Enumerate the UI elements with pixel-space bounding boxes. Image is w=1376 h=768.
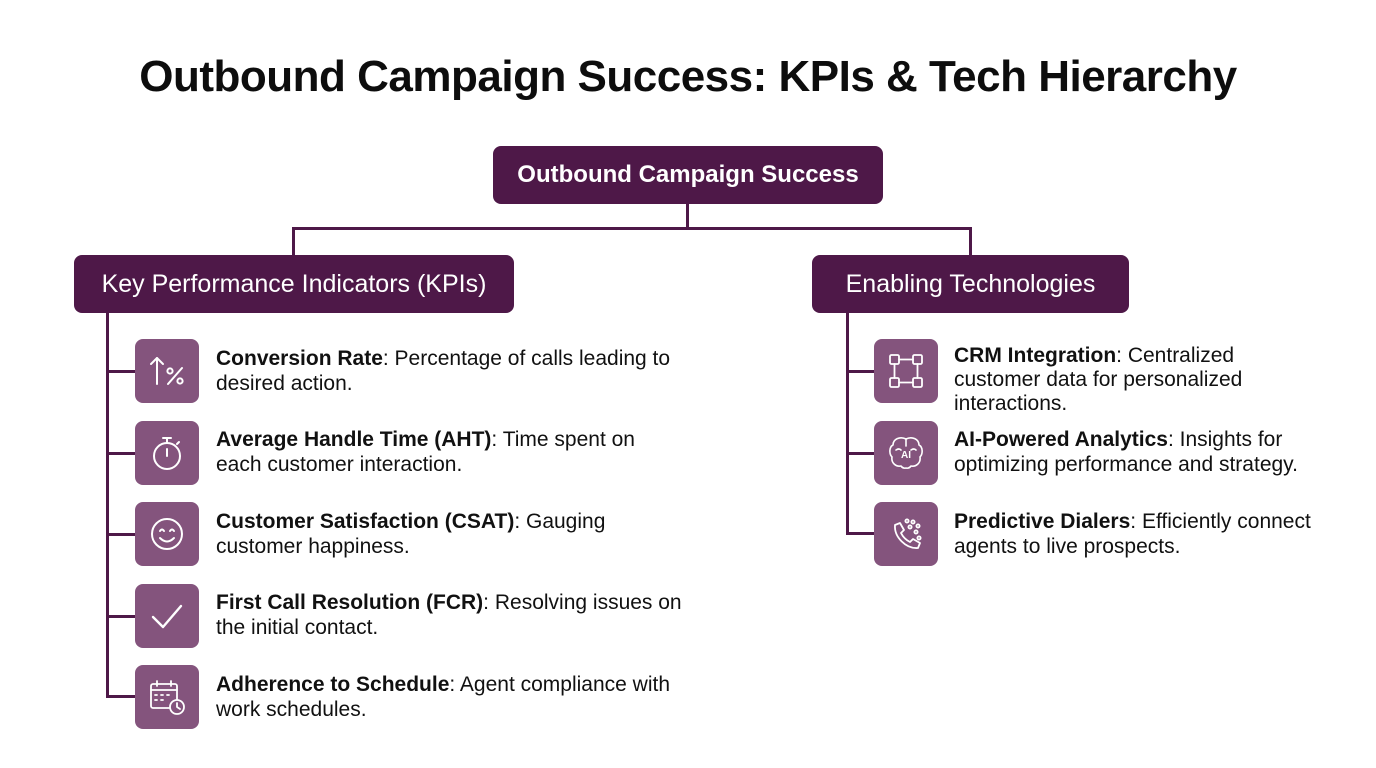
calendar-clock-icon bbox=[135, 665, 199, 729]
percent-up-icon bbox=[135, 339, 199, 403]
tech-tick-connector bbox=[846, 370, 874, 373]
root-stem-connector bbox=[686, 204, 689, 230]
technology-description: Centralized customer data for personaliz… bbox=[954, 344, 1243, 415]
kpi-item: First Call Resolution (FCR): Resolving i… bbox=[216, 590, 696, 640]
kpi-tick-connector bbox=[106, 533, 136, 536]
technology-category-node: Enabling Technologies bbox=[812, 255, 1129, 313]
kpi-branch-connector bbox=[292, 227, 295, 256]
kpi-description: Percentage of calls leading to desired a… bbox=[216, 347, 671, 395]
branch-horizontal-connector bbox=[292, 227, 972, 230]
crm-network-icon bbox=[874, 339, 938, 403]
ai-brain-icon: AI bbox=[874, 421, 938, 485]
kpi-sep: : bbox=[449, 673, 456, 696]
kpi-sep: : bbox=[483, 591, 490, 614]
kpi-tick-connector bbox=[106, 615, 136, 618]
kpi-description: Agent compliance with work schedules. bbox=[216, 673, 671, 721]
checkmark-icon bbox=[135, 584, 199, 648]
smiley-icon bbox=[135, 502, 199, 566]
kpi-description: Gauging customer happiness. bbox=[216, 510, 606, 558]
svg-text:AI: AI bbox=[901, 450, 911, 461]
technology-item: CRM Integration: Centralized customer da… bbox=[954, 344, 1284, 416]
kpi-term: Conversion Rate bbox=[216, 347, 383, 370]
technology-term: CRM Integration bbox=[954, 344, 1117, 367]
kpi-term: Adherence to Schedule bbox=[216, 673, 450, 696]
kpi-item: Customer Satisfaction (CSAT): Gauging cu… bbox=[216, 509, 636, 559]
kpi-item: Adherence to Schedule: Agent compliance … bbox=[216, 672, 696, 722]
technology-sep: : bbox=[1116, 344, 1122, 367]
root-node: Outbound Campaign Success bbox=[493, 146, 883, 204]
kpi-sep: : bbox=[382, 347, 389, 370]
kpi-description: Time spent on each customer interaction. bbox=[216, 428, 635, 476]
technology-item: Predictive Dialers: Efficiently connect … bbox=[954, 509, 1314, 559]
kpi-term: First Call Resolution (FCR) bbox=[216, 591, 484, 614]
technology-sep: : bbox=[1130, 510, 1137, 533]
technology-item: AI-Powered Analytics: Insights for optim… bbox=[954, 427, 1324, 477]
technology-term: AI-Powered Analytics bbox=[954, 428, 1168, 451]
tech-spine-connector bbox=[846, 313, 849, 535]
kpi-sep: : bbox=[491, 428, 498, 451]
kpi-description: Resolving issues on the initial contact. bbox=[216, 591, 682, 639]
kpi-tick-connector bbox=[106, 452, 136, 455]
tech-branch-connector bbox=[969, 227, 972, 256]
stopwatch-icon bbox=[135, 421, 199, 485]
kpi-tick-connector bbox=[106, 695, 136, 698]
kpi-item: Conversion Rate: Percentage of calls lea… bbox=[216, 346, 696, 396]
kpi-sep: : bbox=[514, 510, 521, 533]
tech-tick-connector bbox=[846, 532, 874, 535]
technology-description: Insights for optimizing performance and … bbox=[954, 428, 1298, 476]
kpi-item: Average Handle Time (AHT): Time spent on… bbox=[216, 427, 656, 477]
kpi-term: Customer Satisfaction (CSAT) bbox=[216, 510, 515, 533]
kpi-spine-connector bbox=[106, 313, 109, 698]
tech-tick-connector bbox=[846, 452, 874, 455]
kpi-category-node: Key Performance Indicators (KPIs) bbox=[74, 255, 514, 313]
technology-description: Efficiently connect agents to live prosp… bbox=[954, 510, 1311, 558]
technology-sep: : bbox=[1167, 428, 1174, 451]
phone-dialer-icon bbox=[874, 502, 938, 566]
page-title: Outbound Campaign Success: KPIs & Tech H… bbox=[139, 52, 1237, 101]
kpi-tick-connector bbox=[106, 370, 136, 373]
kpi-term: Average Handle Time (AHT) bbox=[216, 428, 492, 451]
technology-term: Predictive Dialers bbox=[954, 510, 1131, 533]
